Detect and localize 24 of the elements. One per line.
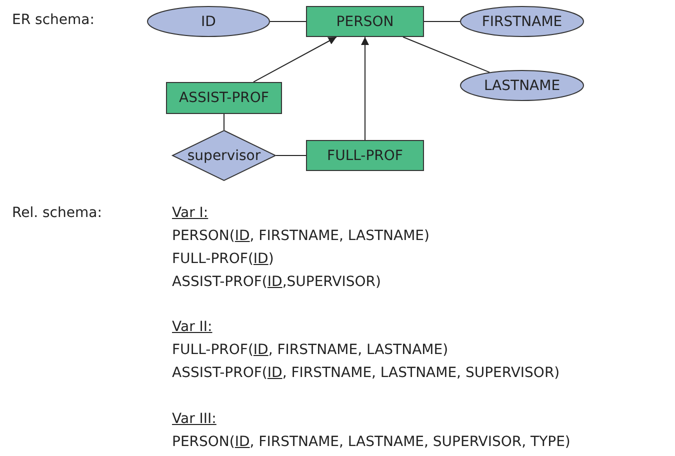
node-label: LASTNAME xyxy=(484,78,560,94)
connector-line xyxy=(424,21,460,22)
connector-line xyxy=(276,155,306,156)
node-label: FULL-PROF xyxy=(327,148,403,164)
variant-heading: Var III: xyxy=(172,411,216,427)
section-label: ER schema: xyxy=(12,12,94,28)
arrow xyxy=(361,36,369,140)
variant-heading: Var II: xyxy=(172,319,212,335)
relation-schema: PERSON(ID, FIRSTNAME, LASTNAME, SUPERVISOR, TYPE) xyxy=(172,434,570,450)
relation-schema: FULL-PROF(ID, FIRSTNAME, LASTNAME) xyxy=(172,342,448,358)
connector-line xyxy=(402,36,490,73)
relation-schema: ASSIST-PROF(ID,SUPERVISOR) xyxy=(172,274,381,290)
arrow xyxy=(253,36,337,82)
relation-schema: FULL-PROF(ID) xyxy=(172,251,274,267)
node-label: PERSON xyxy=(336,14,394,30)
node-label: supervisor xyxy=(187,148,261,164)
connector-line xyxy=(270,21,306,22)
node-label: FIRSTNAME xyxy=(482,14,562,30)
relation-schema: ASSIST-PROF(ID, FIRSTNAME, LASTNAME, SUPERVISOR) xyxy=(172,365,560,381)
relation-schema: PERSON(ID, FIRSTNAME, LASTNAME) xyxy=(172,228,430,244)
node-label: ASSIST-PROF xyxy=(179,90,269,106)
section-label: Rel. schema: xyxy=(12,205,102,221)
node-label: ID xyxy=(201,14,216,30)
variant-heading: Var I: xyxy=(172,205,208,221)
